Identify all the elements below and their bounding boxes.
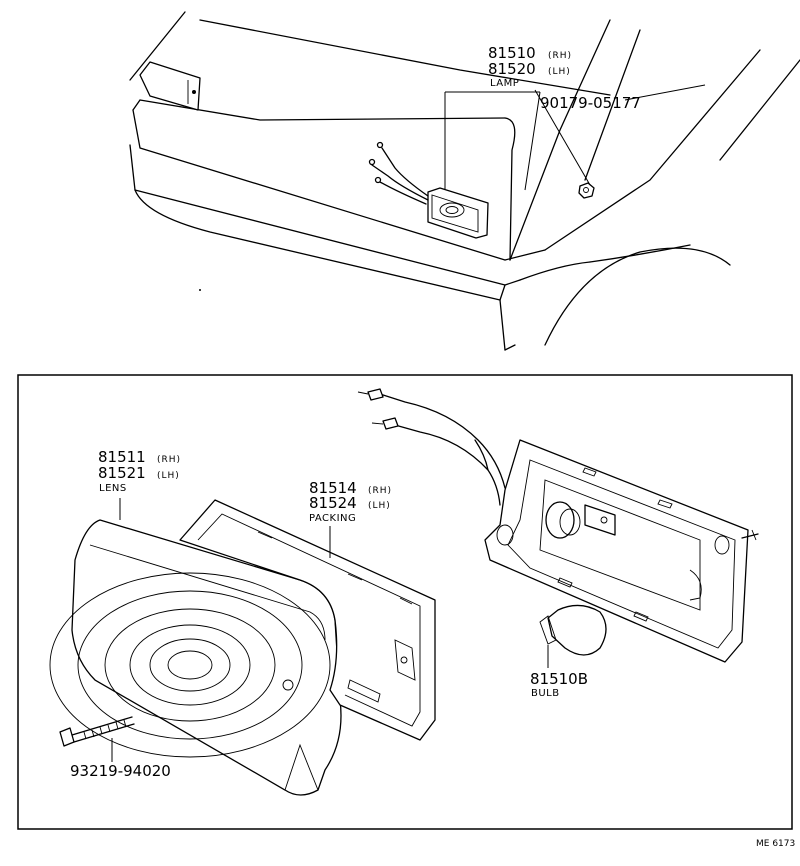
packing-part-lh: 81524 (309, 494, 357, 512)
label-packing: 81514 (RH) 81524 (LH) PACKING (309, 479, 392, 524)
screw-top-part: 90179-05177 (540, 94, 641, 112)
detail-frame (17, 374, 793, 830)
label-lens: 81511 (RH) 81521 (LH) LENS (98, 448, 181, 494)
screw-part: 93219-94020 (70, 762, 171, 780)
label-screw: 93219-94020 (70, 762, 171, 780)
reference-code: ME 6173 (756, 839, 795, 849)
lens-part-rh: 81511 (98, 448, 146, 466)
lamp-name: LAMP (490, 78, 519, 89)
label-bulb: 81510B BULB (530, 670, 588, 699)
packing-name: PACKING (309, 513, 356, 524)
lens-lh: (LH) (157, 471, 180, 481)
bulb-name: BULB (531, 688, 560, 699)
label-screw-top: 90179-05177 (540, 94, 641, 112)
wires-illustration (357, 388, 506, 506)
packing-rh: (RH) (368, 486, 392, 496)
label-lamp: 81510 (RH) 81520 (LH) LAMP (488, 44, 572, 89)
packing-illustration (179, 499, 436, 741)
lamp-rh: (RH) (548, 51, 572, 61)
screw-illustration (59, 716, 135, 762)
lamp-part-lh: 81520 (488, 60, 536, 78)
bulb-illustration (539, 604, 607, 668)
bulb-part: 81510B (530, 670, 588, 688)
lens-part-lh: 81521 (98, 464, 146, 482)
packing-lh: (LH) (368, 501, 391, 511)
lens-name: LENS (99, 483, 127, 494)
lamp-lh: (LH) (548, 67, 571, 77)
vehicle-front-illustration (129, 11, 800, 351)
lens-rh: (RH) (157, 455, 181, 465)
lamp-housing-illustration (484, 439, 759, 663)
lamp-part-rh: 81510 (488, 44, 536, 62)
packing-part-rh: 81514 (309, 479, 357, 497)
